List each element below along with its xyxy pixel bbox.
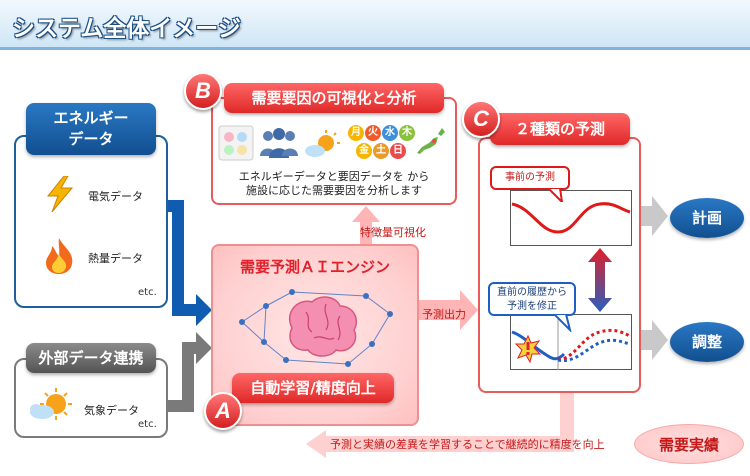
weekday-tue: 火 [365,125,381,141]
callout-revised-forecast: 直前の履歴から 予測を修正 [488,282,576,316]
weekday-icons: 月 火 水 木 金 土 日 [348,125,420,161]
revised-forecast-chart [510,314,632,370]
b-description-line1: エネルギーデータと要因データを から [238,170,430,183]
callout-revised-tail [554,314,572,332]
adjust-ellipse: 調整 [670,322,744,362]
plan-ellipse: 計画 [670,198,744,238]
forecast-output-label: 予測出力 [422,308,466,321]
callout-revised-line1: 直前の履歴から [497,287,567,298]
energy-data-title: エネルギー データ [26,103,156,155]
callout-advance-forecast: 事前の予測 [490,166,570,190]
electricity-data-label: 電気データ [88,190,143,203]
c-badge: C [462,100,500,138]
engine-to-b-arrow [352,206,380,244]
weekday-fri: 金 [356,143,372,159]
weekday-sat: 土 [373,143,389,159]
to-adjust-arrow [641,320,668,360]
b-badge: B [184,72,222,110]
lightning-icon [46,176,74,212]
b-description-line2: 施設に応じた需要要因を分析します [246,184,422,197]
weekday-thu: 木 [399,125,415,141]
alert-burst-icon [514,334,542,364]
flame-icon [46,238,73,274]
sun-cloud-icon [305,130,340,157]
b-description: エネルギーデータと要因データを から 施設に応じた需要要因を分析します [211,170,457,198]
feature-visualization-label: 特徴量可視化 [360,226,426,239]
c-section-title: ２種類の予測 [490,113,630,145]
b-section-title: 需要要因の可視化と分析 [224,83,444,113]
energy-to-engine-arrow [168,200,212,326]
weekday-mon: 月 [348,125,364,141]
feedback-text: 予測と実績の差異を学習することで継続的に精度を向上 [330,438,605,451]
external-etc-label: etc. [138,419,157,430]
callout-advance-tail [546,188,564,202]
demand-actual-ellipse: 需要実績 [634,424,744,464]
to-plan-arrow [641,196,668,236]
engine-to-c-arrow [419,290,478,330]
heat-data-label: 熱量データ [88,252,143,265]
page-title: システム全体イメージ [12,16,241,42]
brain-network-icon [239,289,393,367]
double-arrow-icon [588,248,612,312]
weekday-sun: 日 [390,143,406,159]
callout-revised-line2: 予測を修正 [507,301,557,312]
auto-learning-label: 自動学習/精度向上 [232,373,394,403]
external-to-engine-arrow [168,332,212,412]
ai-engine-title: 需要予測ＡＩエンジン [239,258,390,276]
people-icon [260,128,298,158]
weather-data-label: 気象データ [84,404,139,417]
energy-data-box [14,135,168,308]
chart-thumbnail-icon [218,125,254,161]
header-bar [0,0,750,50]
japan-map-icon [417,128,445,154]
weekday-wed: 水 [382,125,398,141]
weather-icon [30,388,72,420]
feedback-arrow [306,393,574,458]
advance-forecast-chart [510,190,632,246]
external-data-title: 外部データ連携 [26,343,156,373]
energy-etc-label: etc. [138,287,157,298]
a-badge: A [204,392,242,430]
